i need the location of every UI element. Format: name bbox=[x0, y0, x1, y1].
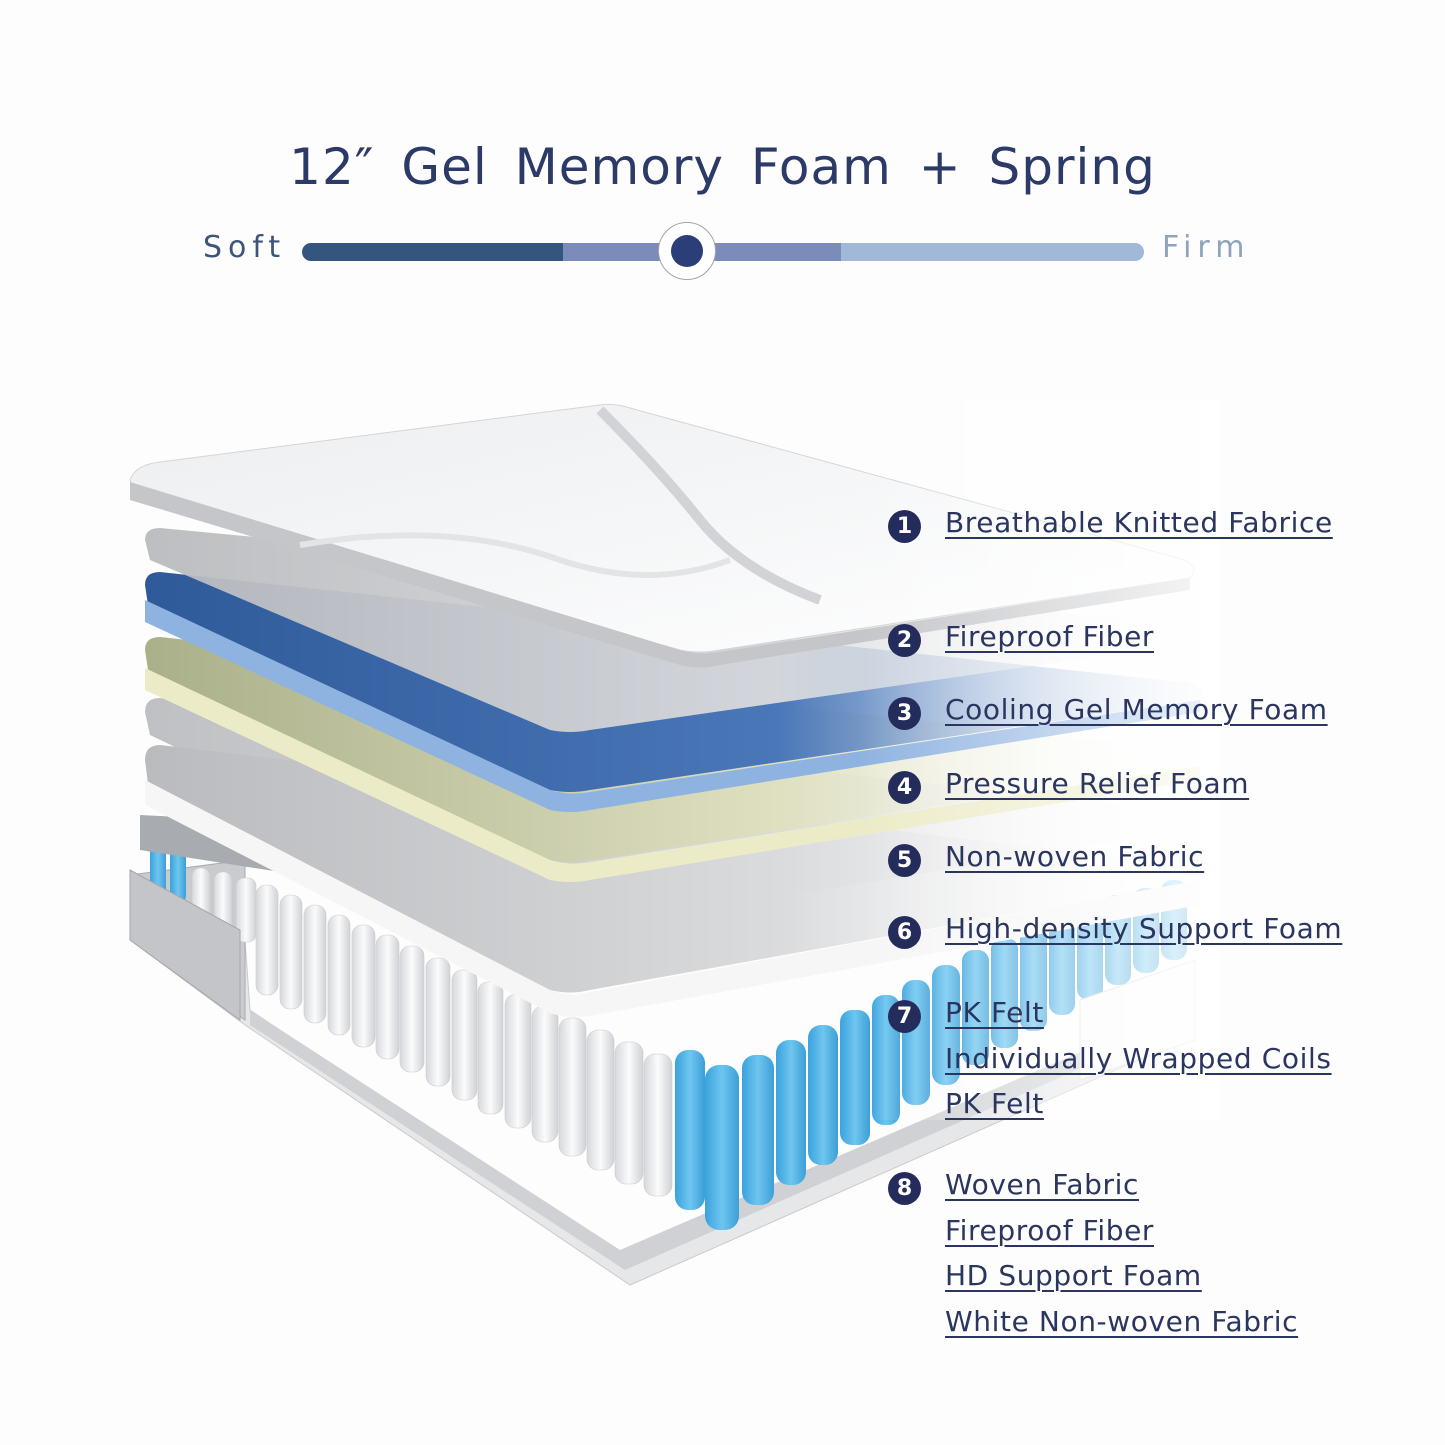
layer-label: PK Felt bbox=[945, 996, 1044, 1029]
layer-label: Woven Fabric bbox=[945, 1168, 1139, 1201]
firmness-indicator-knob bbox=[658, 222, 716, 280]
number-badge: 1 bbox=[888, 510, 921, 543]
layer-label: Individually Wrapped Coils bbox=[945, 1041, 1332, 1075]
page-title: 12″ Gel Memory Foam + Spring bbox=[289, 138, 1156, 196]
soft-label: Soft bbox=[203, 230, 287, 265]
layer-label: White Non-woven Fabric bbox=[945, 1304, 1299, 1338]
firm-label: Firm bbox=[1162, 230, 1251, 265]
firmness-segment bbox=[302, 243, 564, 261]
layer-label: Fireproof Fiber bbox=[945, 620, 1155, 653]
number-badge: 4 bbox=[888, 771, 921, 804]
firmness-segment bbox=[840, 243, 1144, 261]
number-badge: 5 bbox=[888, 844, 921, 877]
number-badge: 2 bbox=[888, 624, 921, 657]
layer-label: PK Felt bbox=[945, 1087, 1044, 1120]
quilted-side-panel bbox=[129, 869, 241, 1021]
layer-label: HD Support Foam bbox=[945, 1259, 1202, 1292]
layer-label: Cooling Gel Memory Foam bbox=[945, 693, 1328, 726]
layer-label: Pressure Relief Foam bbox=[945, 767, 1250, 800]
number-badge: 7 bbox=[888, 1000, 921, 1033]
knob-dot bbox=[671, 235, 703, 267]
layer-label: Fireproof Fiber bbox=[945, 1213, 1155, 1247]
layer-label: Non-woven Fabric bbox=[945, 840, 1205, 873]
layer-label: Breathable Knitted Fabrice bbox=[945, 506, 1333, 539]
layer-label: High-density Support Foam bbox=[945, 912, 1343, 945]
number-badge: 8 bbox=[888, 1172, 921, 1205]
number-badge: 3 bbox=[888, 697, 921, 730]
number-badge: 6 bbox=[888, 916, 921, 949]
